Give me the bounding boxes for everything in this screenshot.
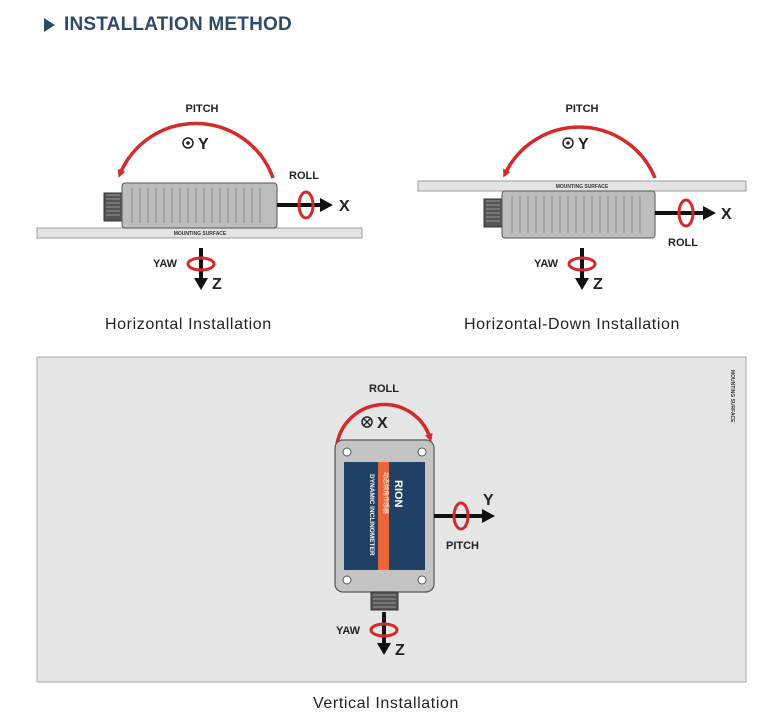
- yaw-rotation-icon: [567, 256, 597, 272]
- caption-horizontal: Horizontal Installation: [105, 316, 272, 333]
- vertical-diagram: MOUNTING SURFACE ROLL X RION DYNAMIC INC…: [36, 356, 747, 683]
- horizontal-down-diagram: MOUNTING SURFACE PITCH Y X ROLL Z YAW: [417, 103, 747, 293]
- yaw-label: YAW: [534, 258, 559, 270]
- device-brand: RION: [392, 480, 404, 508]
- sensor-body: [121, 182, 278, 229]
- pitch-arc: [503, 125, 657, 179]
- caption-horizontal-down: Horizontal-Down Installation: [464, 316, 681, 333]
- roll-rotation-icon: [297, 190, 315, 220]
- roll-label: ROLL: [369, 383, 399, 395]
- yaw-rotation-icon: [186, 256, 216, 272]
- x-axis-label: X: [721, 206, 732, 223]
- cross-in-icon: [361, 416, 373, 428]
- device-model-text: DYNAMIC INCLINOMETER: [368, 474, 375, 556]
- horizontal-diagram: MOUNTING SURFACE PITCH Y X ROLL Z YAW: [36, 103, 363, 293]
- surface-label: MOUNTING SURFACE: [556, 184, 609, 190]
- caption-vertical: Vertical Installation: [313, 695, 460, 712]
- y-axis-label: Y: [198, 136, 209, 153]
- pitch-label: PITCH: [186, 103, 219, 115]
- section-header: INSTALLATION METHOD: [44, 14, 292, 36]
- yaw-label: YAW: [153, 258, 178, 270]
- section-title: INSTALLATION METHOD: [64, 14, 292, 35]
- pitch-arc: [117, 121, 275, 179]
- pitch-label: PITCH: [566, 103, 599, 115]
- roll-label: ROLL: [668, 237, 698, 249]
- play-arrow-icon: [44, 18, 55, 32]
- z-axis-label: Z: [593, 276, 603, 293]
- z-axis-label: Z: [212, 276, 222, 293]
- yaw-label: YAW: [336, 625, 361, 637]
- y-axis-label: Y: [578, 136, 589, 153]
- roll-label: ROLL: [289, 170, 319, 182]
- surface-label: MOUNTING SURFACE: [729, 370, 735, 423]
- surface-label: MOUNTING SURFACE: [174, 231, 227, 237]
- device-chinese-text: 动态倾角传感器: [382, 472, 390, 514]
- connector: [370, 591, 399, 611]
- z-axis-label: Z: [395, 642, 405, 659]
- x-axis-label: X: [339, 198, 350, 215]
- roll-arc: [335, 402, 433, 445]
- x-axis-label: X: [377, 415, 388, 432]
- pitch-rotation-icon: [452, 501, 470, 531]
- pitch-label: PITCH: [446, 540, 479, 552]
- dot-out-icon: [562, 137, 574, 149]
- roll-rotation-icon: [677, 198, 695, 228]
- dot-out-icon: [182, 137, 194, 149]
- yaw-rotation-icon: [369, 622, 399, 638]
- y-axis-label: Y: [483, 492, 494, 509]
